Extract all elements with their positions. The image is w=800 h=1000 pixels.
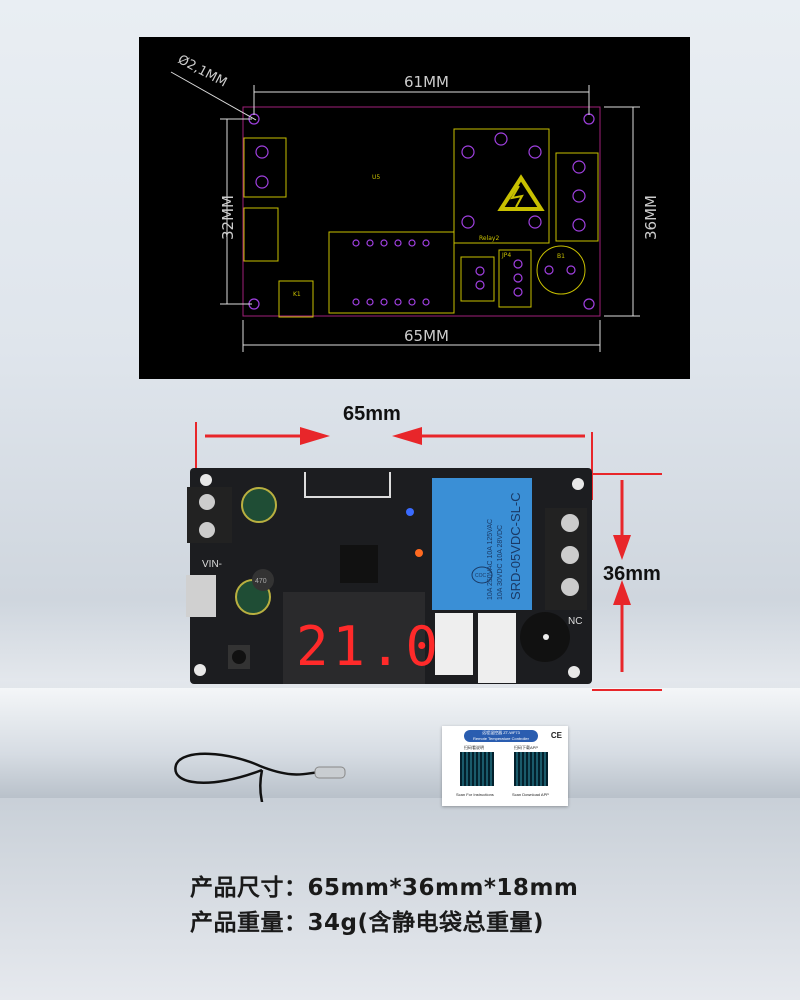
sensor-connector <box>478 613 516 683</box>
instruction-card: 远程温控器 ZT-WF73 Remote Temperature Control… <box>442 726 568 806</box>
dim-61mm: 61MM <box>404 73 449 91</box>
dim-32mm: 32MM <box>219 195 237 240</box>
photo-height-label: 36mm <box>603 563 661 585</box>
dim-65mm: 65MM <box>404 327 449 345</box>
card-title: 远程温控器 ZT-WF73 <box>482 730 520 735</box>
card-header: 远程温控器 ZT-WF73 Remote Temperature Control… <box>464 730 538 742</box>
sensor-connector <box>435 613 473 675</box>
vin-label: VIN- <box>202 559 222 570</box>
nc-label: NC <box>568 616 582 627</box>
label-u5: U5 <box>372 174 380 181</box>
left-caption: Scan For Instructions <box>456 792 494 797</box>
relay-brand: COC <box>475 573 487 579</box>
relay <box>432 478 532 610</box>
product-weight-spec: 产品重量：34g(含静电袋总重量) <box>190 910 544 936</box>
inductor <box>252 569 274 591</box>
microcontroller-chip <box>340 545 378 583</box>
ce-mark: CE <box>550 731 562 740</box>
blue-led <box>406 508 414 516</box>
temperature-probe <box>174 752 346 803</box>
right-heading: 扫码下载APP <box>514 745 539 750</box>
relay-rating-1: 10A 250VAC 10A 125VAC <box>487 519 494 600</box>
photo-dimension-markers: 65mm 36mm <box>195 403 662 691</box>
red-led <box>415 549 423 557</box>
dim-36mm: 36MM <box>642 195 660 240</box>
seven-segment-display <box>283 592 425 684</box>
micro-usb-port <box>186 575 216 617</box>
download-app-qr-code[interactable] <box>514 752 548 786</box>
cad-footprints <box>243 128 599 318</box>
relay-model: SRD-05VDC-SL-C <box>508 492 523 600</box>
label-k1: K1 <box>293 291 301 298</box>
pcb-board: VIN- 470 SRD-05VDC-SL-C 10A 250VAC 10A 1… <box>186 468 592 684</box>
label-jp4: JP4 <box>501 252 511 259</box>
product-size-spec: 产品尺寸：65mm*36mm*18mm <box>190 875 579 901</box>
relay-rating-2: 10A 30VDC 10A 28VDC <box>497 525 504 600</box>
instructions-qr-code[interactable] <box>460 752 494 786</box>
inductor-mark: 470 <box>255 578 267 585</box>
right-caption: Scan Download APP <box>512 792 549 797</box>
wifi-antenna <box>304 472 391 498</box>
dimension-lines <box>170 71 640 352</box>
display-shelf <box>0 688 800 798</box>
photo-width-label: 65mm <box>343 403 401 425</box>
card-subtitle: Remote Temperature Controller <box>473 736 529 741</box>
cad-drawing: 61MM 65MM 32MM 36MM Ø2,1MM U5 Relay2 JP4… <box>139 37 690 379</box>
left-heading: 扫码看说明 <box>464 745 484 750</box>
label-b1: B1 <box>557 253 565 260</box>
label-relay2: Relay2 <box>479 235 499 242</box>
capacitor <box>241 487 277 523</box>
temperature-reading: 21.0 <box>296 615 442 678</box>
